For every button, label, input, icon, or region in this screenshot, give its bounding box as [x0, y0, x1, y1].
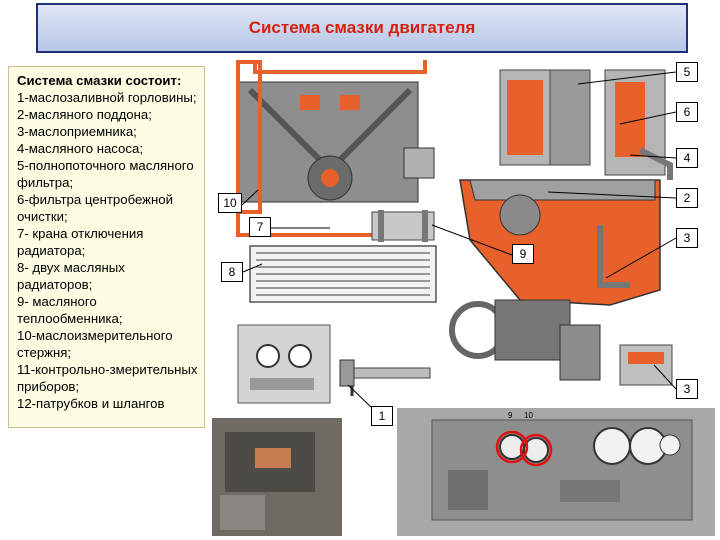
callout-8: 8: [221, 262, 243, 282]
engine-schematic: [236, 60, 435, 237]
filler-neck: [339, 359, 431, 396]
list-item: 12-патрубков и шлангов: [17, 396, 165, 411]
leader-lines: [241, 71, 677, 408]
list-item: 5-полнопоточного масляного фильтра;: [17, 158, 194, 190]
callout-4: 4: [676, 148, 698, 168]
dashboard-photo: 9 10: [397, 408, 715, 536]
callout-7: 7: [249, 217, 271, 237]
highlight-ring-right: [519, 433, 553, 467]
list-item: 6-фильтра центробежной очистки;: [17, 192, 173, 224]
callout-3-bottom: 3: [676, 379, 698, 399]
oil-radiators: [249, 245, 437, 303]
list-item: 1-маслозаливной горловины;: [17, 90, 197, 105]
callout-9: 9: [512, 244, 534, 264]
list-item: 10-маслоизмерительного стержня;: [17, 328, 173, 360]
callout-10: 10: [218, 193, 242, 213]
list-item: 7- крана отключения радиатора;: [17, 226, 144, 258]
list-item: 8- двух масляных радиаторов;: [17, 260, 125, 292]
oil-filters: [499, 69, 673, 180]
title-bar: Система смазки двигателя: [36, 3, 688, 53]
dash-label-9: 9: [508, 411, 513, 420]
list-item: 3-маслоприемника;: [17, 124, 137, 139]
page-title: Система смазки двигателя: [248, 18, 476, 37]
dash-label-10: 10: [524, 411, 533, 420]
instrument-panel-small: [237, 324, 331, 404]
list-item: 11-контрольно-змерительных приборов;: [17, 362, 198, 394]
heat-exchanger: [371, 210, 435, 242]
callout-2: 2: [676, 188, 698, 208]
list-item: 9- масляного теплообменника;: [17, 294, 123, 326]
callout-5: 5: [676, 62, 698, 82]
callout-1: 1: [371, 406, 393, 426]
oil-pan: [459, 179, 661, 306]
list-item: 4-масляного насоса;: [17, 141, 143, 156]
list-item: 2-масляного поддона;: [17, 107, 152, 122]
callout-6: 6: [676, 102, 698, 122]
callout-3-top: 3: [676, 228, 698, 248]
description-panel: Система смазки состоит: 1-маслозаливной …: [8, 66, 205, 428]
oil-pump: [449, 299, 673, 386]
description-heading: Система смазки состоит:: [17, 73, 182, 88]
highlight-ring-left: [495, 430, 529, 464]
engine-bay-photo: [212, 418, 342, 536]
